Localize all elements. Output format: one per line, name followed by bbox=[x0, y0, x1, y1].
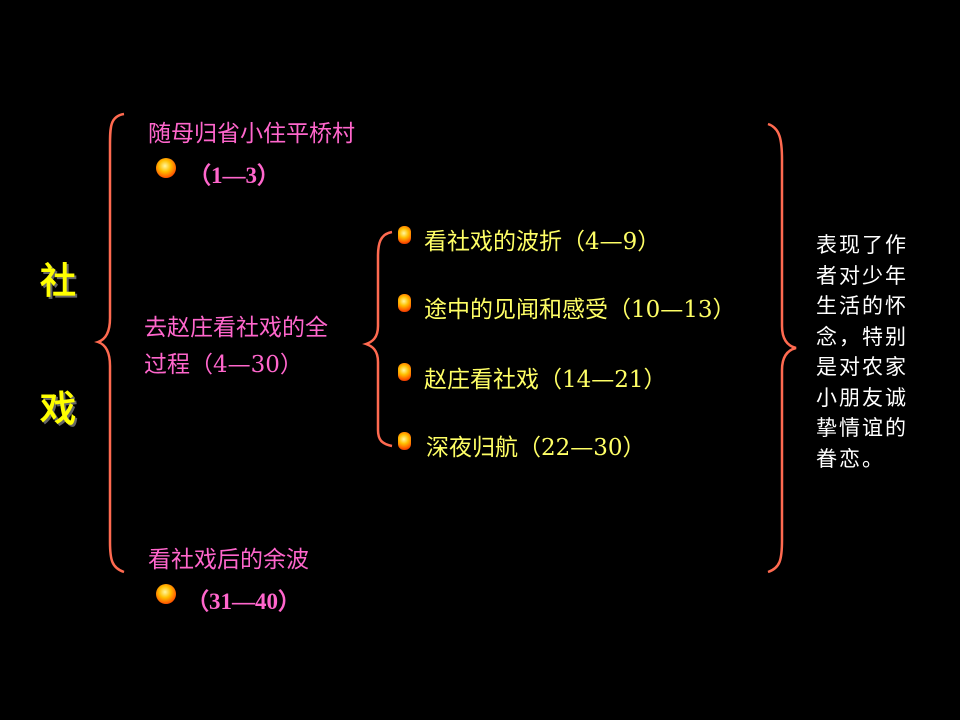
bullet-icon bbox=[398, 226, 411, 244]
bullet-icon bbox=[156, 158, 176, 178]
bullet-icon bbox=[398, 432, 411, 450]
left-main-brace bbox=[94, 112, 125, 574]
section-3-label: 看社戏后的余波 bbox=[148, 547, 309, 573]
title-char-1: 社 bbox=[40, 261, 77, 302]
section-1-label: 随母归省小住平桥村 bbox=[148, 121, 355, 147]
subsection-1-label: 看社戏的波折（4—9） bbox=[424, 229, 661, 255]
section-2-label-line2: 过程（4—30） bbox=[144, 352, 303, 378]
title-char-2: 戏 bbox=[40, 389, 77, 430]
bullet-icon bbox=[398, 363, 411, 381]
section-3-range: （31—40） bbox=[186, 589, 301, 614]
middle-brace bbox=[362, 230, 393, 448]
section-1-range: （1—3） bbox=[188, 163, 280, 188]
section-2-label-line1: 去赵庄看社戏的全 bbox=[144, 315, 328, 341]
subsection-4-label: 深夜归航（22—30） bbox=[426, 435, 646, 461]
bullet-icon bbox=[398, 294, 411, 312]
subsection-2-label: 途中的见闻和感受（10—13） bbox=[424, 297, 736, 323]
right-brace bbox=[767, 122, 797, 574]
subsection-3-label: 赵庄看社戏（14—21） bbox=[424, 367, 667, 393]
summary-text: 表现了作者对少年生活的怀念，特别是对农家小朋友诚挚情谊的眷恋。 bbox=[816, 233, 908, 471]
bullet-icon bbox=[156, 584, 176, 604]
